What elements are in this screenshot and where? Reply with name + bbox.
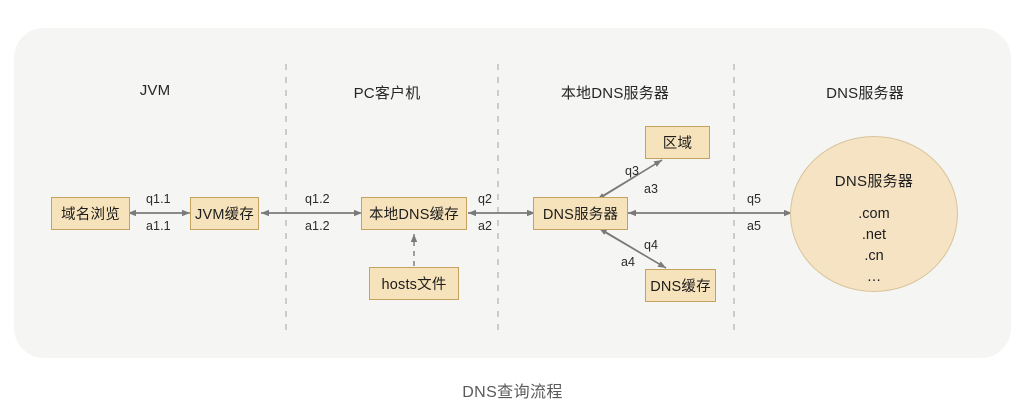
root-dns-tld-list: .com .net .cn … bbox=[858, 205, 889, 287]
column-header-jvm: JVM bbox=[139, 82, 171, 99]
edge-label-a11: a1.1 bbox=[146, 219, 171, 233]
column-header-pc-client: PC客户机 bbox=[353, 85, 421, 102]
tld-com: .com bbox=[858, 206, 890, 222]
edge-label-q5: q5 bbox=[747, 192, 762, 206]
node-domain-browse[interactable]: 域名浏览 bbox=[51, 197, 130, 230]
node-jvm-cache[interactable]: JVM缓存 bbox=[190, 197, 259, 230]
tld-more: … bbox=[866, 269, 882, 286]
edge-label-a5: a5 bbox=[747, 219, 762, 233]
root-dns-title: DNS服务器 bbox=[834, 173, 914, 190]
node-dns-server[interactable]: DNS服务器 bbox=[533, 197, 628, 230]
edge-label-a3: a3 bbox=[644, 182, 659, 196]
tld-cn: .cn bbox=[864, 248, 884, 265]
edge-label-q4: q4 bbox=[644, 238, 659, 252]
edge-label-q2: q2 bbox=[478, 192, 493, 206]
column-header-dns-server: DNS服务器 bbox=[826, 85, 904, 102]
edge-label-a12: a1.2 bbox=[305, 219, 330, 233]
edge-label-q12: q1.2 bbox=[305, 192, 330, 206]
edge-label-a4: a4 bbox=[621, 255, 636, 269]
tld-net: .net bbox=[861, 227, 887, 244]
node-hosts-file[interactable]: hosts文件 bbox=[369, 267, 459, 300]
node-local-dns-cache[interactable]: 本地DNS缓存 bbox=[361, 197, 467, 230]
node-root-dns-server[interactable]: DNS服务器 .com .net .cn … bbox=[790, 136, 958, 292]
node-dns-cache[interactable]: DNS缓存 bbox=[645, 269, 716, 302]
edge-zone-to-dnsserver bbox=[596, 159, 663, 201]
node-zone[interactable]: 区域 bbox=[645, 126, 710, 159]
edge-dnscache-to-dnsserver bbox=[598, 227, 667, 269]
edge-label-q11: q1.1 bbox=[146, 192, 171, 206]
edge-label-q3: q3 bbox=[625, 164, 640, 178]
edge-label-a2: a2 bbox=[478, 219, 493, 233]
column-header-local-dns-server: 本地DNS服务器 bbox=[560, 85, 670, 102]
diagram-caption: DNS查询流程 bbox=[462, 384, 563, 401]
